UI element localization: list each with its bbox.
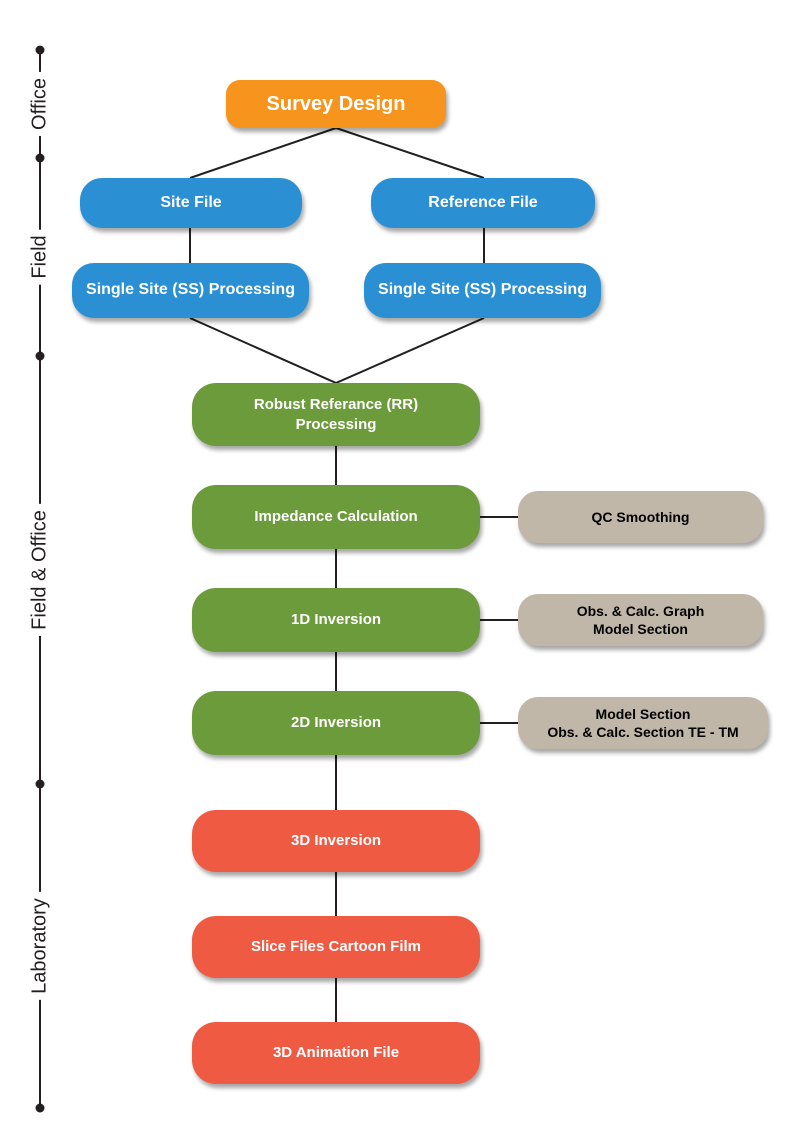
timeline-dot	[35, 351, 45, 361]
site-file-node: Site File	[80, 178, 302, 228]
phase-label-office: Office	[28, 72, 52, 136]
timeline-dot	[35, 779, 45, 789]
reference-file-node: Reference File	[371, 178, 595, 228]
inversion-3d-node: 3D Inversion	[192, 810, 480, 872]
ss-processing-right-node: Single Site (SS) Processing	[364, 263, 601, 318]
inversion-2d-node: 2D Inversion	[192, 691, 480, 755]
slice-files-node: Slice Files Cartoon Film	[192, 916, 480, 978]
inversion-1d-node: 1D Inversion	[192, 588, 480, 652]
phase-label-field-office: Field & Office	[28, 504, 52, 636]
ss-processing-left-node: Single Site (SS) Processing	[72, 263, 309, 318]
timeline-dot	[35, 45, 45, 55]
inversion-2d-output: Model Section Obs. & Calc. Section TE - …	[518, 697, 768, 749]
timeline-dot	[35, 1103, 45, 1113]
timeline-dot	[35, 153, 45, 163]
phase-label-field: Field	[28, 229, 52, 285]
qc-smoothing-output: QC Smoothing	[518, 491, 763, 543]
animation-file-node: 3D Animation File	[192, 1022, 480, 1084]
inversion-1d-output: Obs. & Calc. Graph Model Section	[518, 594, 763, 646]
survey-design-node: Survey Design	[226, 80, 446, 128]
phase-label-laboratory: Laboratory	[28, 892, 52, 1000]
impedance-calculation-node: Impedance Calculation	[192, 485, 480, 549]
rr-processing-node: Robust Referance (RR) Processing	[192, 383, 480, 446]
